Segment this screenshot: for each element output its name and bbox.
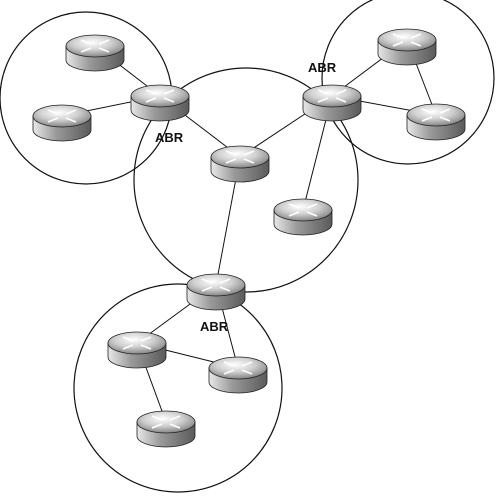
router-abr-right (302, 84, 362, 122)
router-arrows-icon (223, 361, 253, 375)
router-r6 (406, 103, 466, 141)
router-arrows-icon (145, 89, 175, 103)
router-r7 (210, 145, 270, 183)
router-r5 (377, 28, 437, 66)
area-right (321, 0, 495, 165)
router-top (107, 331, 167, 355)
router-top (210, 145, 270, 169)
router-abr-bottom (186, 273, 246, 311)
area-bottom (73, 283, 283, 493)
router-r1 (65, 34, 125, 72)
router-top (65, 34, 125, 58)
router-r10 (107, 331, 167, 369)
abr-label-left: ABR (155, 130, 184, 145)
router-top (302, 84, 362, 108)
router-top (208, 356, 268, 380)
router-r8 (273, 198, 333, 236)
router-r11 (208, 356, 268, 394)
router-arrows-icon (151, 415, 181, 429)
router-arrows-icon (47, 109, 77, 123)
router-arrows-icon (80, 39, 110, 53)
routers-layer (32, 28, 466, 448)
router-arrows-icon (317, 89, 347, 103)
router-arrows-icon (288, 203, 318, 217)
abr-label-right: ABR (308, 60, 337, 75)
router-arrows-icon (392, 33, 422, 47)
router-abr-left (130, 84, 190, 122)
router-arrows-icon (201, 278, 231, 292)
router-arrows-icon (122, 336, 152, 350)
router-arrows-icon (225, 150, 255, 164)
router-top (377, 28, 437, 52)
router-top (406, 103, 466, 127)
router-arrows-icon (421, 108, 451, 122)
router-top (136, 410, 196, 434)
area-circles (0, 0, 495, 493)
router-top (32, 104, 92, 128)
area-center (133, 67, 359, 293)
router-top (273, 198, 333, 222)
abr-label-bottom: ABR (200, 319, 229, 334)
router-top (130, 84, 190, 108)
router-r2 (32, 104, 92, 142)
router-r12 (136, 410, 196, 448)
router-top (186, 273, 246, 297)
